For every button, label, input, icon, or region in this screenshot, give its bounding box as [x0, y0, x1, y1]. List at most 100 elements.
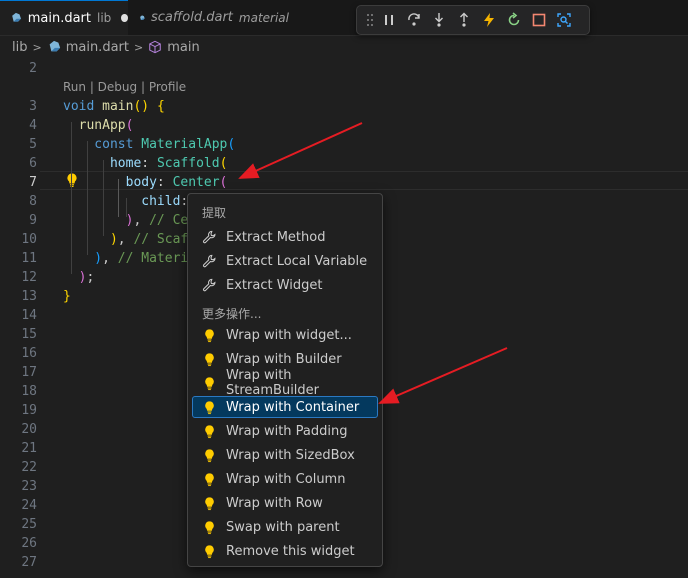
code-line: );	[63, 270, 95, 285]
restart-icon	[508, 12, 520, 26]
code-token: )	[63, 232, 118, 247]
step-into-button[interactable]	[427, 8, 451, 32]
line-number: 21	[21, 441, 37, 456]
step-out-icon	[460, 12, 468, 27]
lightbulb-icon[interactable]	[64, 172, 80, 188]
line-number: 15	[21, 327, 37, 342]
code-action-item[interactable]: Wrap with StreamBuilder	[192, 368, 378, 398]
hot-reload-button[interactable]	[477, 8, 501, 32]
code-token: main	[102, 99, 134, 114]
codelens-run-debug-profile[interactable]: Run | Debug | Profile	[63, 80, 187, 94]
line-number: 12	[21, 270, 37, 285]
code-token: (	[219, 156, 228, 171]
lightbulb-icon	[205, 448, 214, 462]
code-line: ), // Materi	[63, 251, 188, 266]
code-action-item[interactable]: Wrap with Column	[192, 468, 378, 490]
tab-scaffold-dart[interactable]: scaffold.dart material	[129, 0, 289, 35]
code-line: ), // Scaf	[63, 232, 188, 247]
code-line: child:	[63, 194, 188, 209]
code-action-item[interactable]: Wrap with Container	[192, 396, 378, 418]
devtools-button[interactable]	[552, 8, 576, 32]
unsaved-dot-icon[interactable]	[121, 14, 128, 22]
chevron-right-icon: >	[133, 40, 144, 54]
code-token: // Ce	[149, 213, 189, 228]
code-action-item[interactable]: Extract Widget	[192, 274, 378, 296]
line-number: 3	[29, 99, 37, 114]
step-over-button[interactable]	[402, 8, 426, 32]
code-action-label: Extract Method	[226, 229, 326, 245]
code-action-item[interactable]: Wrap with SizedBox	[192, 444, 378, 466]
line-number: 9	[29, 213, 37, 228]
code-token: child	[63, 194, 181, 209]
lightbulb-icon	[205, 400, 214, 414]
line-number: 16	[21, 346, 37, 361]
lightbulb-icon	[205, 352, 214, 366]
code-token: )	[63, 270, 87, 285]
code-token: }	[63, 289, 71, 304]
line-number: 7	[29, 175, 37, 190]
code-token: (	[219, 175, 228, 190]
step-into-icon	[435, 13, 443, 27]
code-token: (	[125, 118, 134, 133]
line-number: 23	[21, 479, 37, 494]
code-token: ;	[86, 270, 95, 285]
code-token: ,	[102, 251, 118, 266]
code-action-item[interactable]: Wrap with widget...	[192, 324, 378, 346]
line-number: 6	[29, 156, 37, 171]
lightbulb-icon	[205, 328, 214, 342]
code-action-item[interactable]: Extract Method	[192, 226, 378, 248]
pause-button[interactable]	[377, 8, 401, 32]
tab-description: lib	[97, 11, 112, 25]
lightbulb-icon	[205, 544, 214, 558]
line-number: 22	[21, 460, 37, 475]
tab-filename: scaffold.dart	[151, 10, 233, 25]
code-token: :	[156, 175, 173, 190]
code-action-label: Remove this widget	[226, 543, 355, 559]
breadcrumb-item-lib[interactable]: lib	[12, 39, 28, 55]
wrench-icon	[202, 278, 216, 291]
code-line: ), // Ce	[63, 213, 189, 228]
line-number: 5	[29, 137, 37, 152]
code-token: ,	[133, 213, 150, 228]
code-token: ,	[117, 232, 134, 247]
code-action-item[interactable]: Swap with parent	[192, 516, 378, 538]
code-token: const	[63, 137, 142, 152]
code-token: ()	[133, 99, 157, 114]
breadcrumb-item-symbol[interactable]: main	[148, 40, 200, 55]
wrench-icon	[202, 254, 216, 267]
code-token: runApp	[63, 118, 126, 133]
line-number: 4	[29, 118, 37, 133]
code-line: runApp(	[63, 118, 134, 133]
code-token: )	[63, 213, 134, 228]
stop-icon	[532, 13, 546, 27]
code-token: Scaffold	[156, 156, 220, 171]
lightning-icon	[484, 13, 494, 27]
breadcrumb-item-file[interactable]: main.dart	[47, 40, 129, 55]
indent-guide	[126, 198, 127, 217]
code-token: )	[63, 251, 103, 266]
step-out-button[interactable]	[452, 8, 476, 32]
stop-button[interactable]	[527, 8, 551, 32]
line-number: 14	[21, 308, 37, 323]
code-action-label: Wrap with Row	[226, 495, 323, 511]
code-token: :	[141, 156, 157, 171]
code-token: body	[63, 175, 157, 190]
line-number: 18	[21, 384, 37, 399]
dart-icon	[12, 12, 21, 22]
drag-grip-icon[interactable]	[363, 13, 377, 27]
code-action-label: Wrap with Builder	[226, 351, 342, 367]
code-action-item[interactable]: Wrap with Row	[192, 492, 378, 514]
tab-main-dart[interactable]: main.dart lib	[0, 0, 128, 35]
line-number: 20	[21, 422, 37, 437]
code-action-item[interactable]: Wrap with Padding	[192, 420, 378, 442]
code-action-item[interactable]: Remove this widget	[192, 540, 378, 562]
code-action-label: Wrap with SizedBox	[226, 447, 355, 463]
code-line: home: Scaffold(	[63, 156, 227, 171]
code-token: // Materi	[117, 251, 189, 266]
breadcrumb: lib > main.dart > main	[0, 36, 688, 58]
restart-button[interactable]	[502, 8, 526, 32]
code-action-item[interactable]: Extract Local Variable	[192, 250, 378, 272]
dart-icon	[49, 40, 60, 52]
code-action-item[interactable]: Wrap with Builder	[192, 348, 378, 370]
